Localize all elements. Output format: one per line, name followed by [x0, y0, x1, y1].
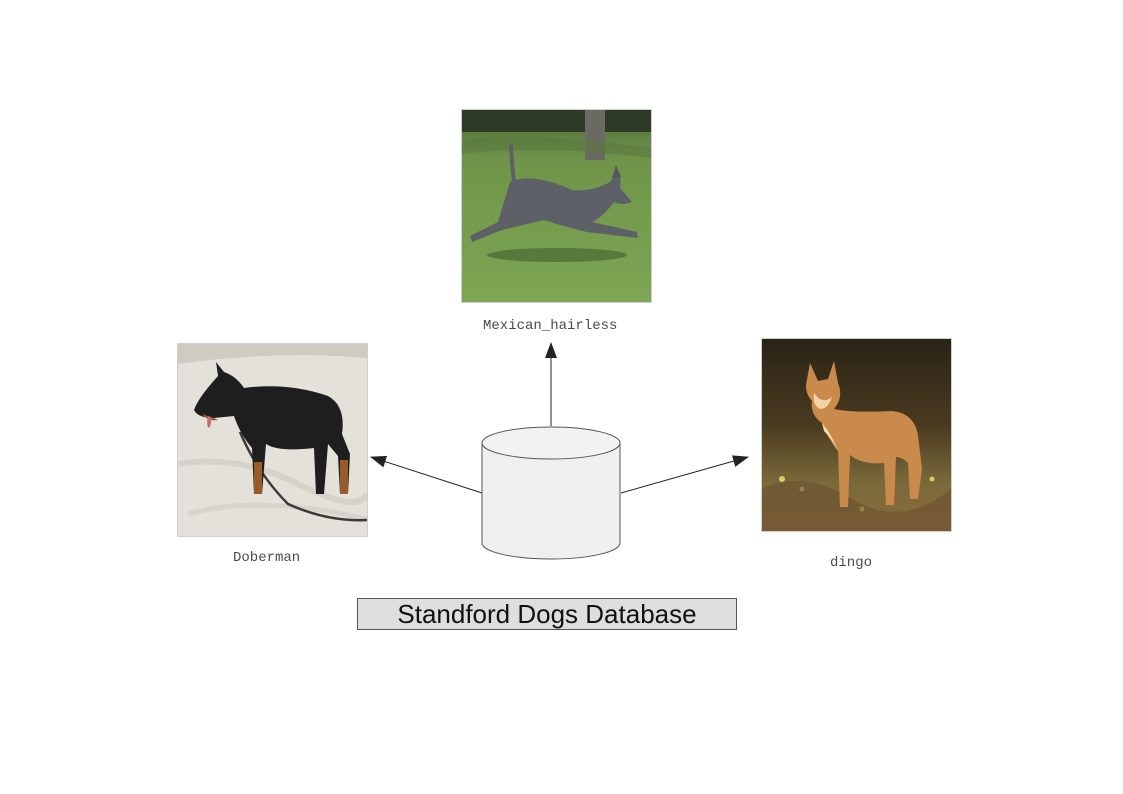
arrow-to-doberman — [370, 455, 483, 494]
arrow-to-dingo — [620, 455, 749, 494]
mexican-hairless-caption: Mexican_hairless — [483, 318, 618, 334]
database-cylinder-icon — [481, 426, 621, 560]
doberman-photo — [177, 343, 368, 537]
mexican-hairless-photo — [461, 109, 652, 303]
doberman-caption: Doberman — [233, 550, 301, 566]
database-label: Standford Dogs Database — [357, 598, 737, 630]
dingo-photo — [761, 338, 952, 532]
dingo-caption: dingo — [830, 555, 873, 571]
